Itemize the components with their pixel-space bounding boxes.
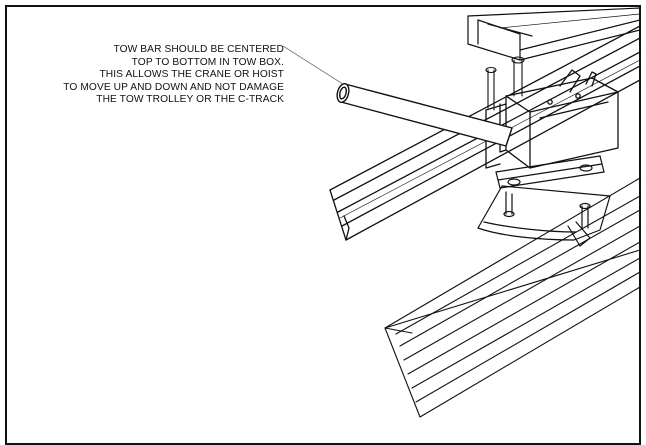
technical-illustration: [282, 7, 641, 418]
callout-note: TOW BAR SHOULD BE CENTERED TOP TO BOTTOM…: [0, 44, 284, 107]
callout-line: THIS ALLOWS THE CRANE OR HOIST: [99, 69, 284, 81]
drawing-sheet: TOW BAR SHOULD BE CENTERED TOP TO BOTTOM…: [0, 5, 641, 445]
drawing-border: [5, 5, 641, 445]
lower-clamp-saddle: [477, 185, 611, 247]
tow-bar-tube: [336, 83, 513, 147]
trolley-carriage: [495, 155, 605, 189]
lower-track-panel: [384, 177, 641, 418]
callout-line: THE TOW TROLLEY OR THE C-TRACK: [96, 94, 284, 106]
hanger-rods: [485, 56, 525, 111]
tow-box: [485, 69, 619, 169]
top-header-rail: [467, 7, 641, 61]
callout-line: TOW BAR SHOULD BE CENTERED: [113, 44, 284, 55]
callout-line: TOP TO BOTTOM IN TOW BOX.: [131, 56, 284, 68]
callout-leader-line: [282, 45, 347, 87]
callout-line: TO MOVE UP AND DOWN AND NOT DAMAGE: [63, 81, 284, 93]
